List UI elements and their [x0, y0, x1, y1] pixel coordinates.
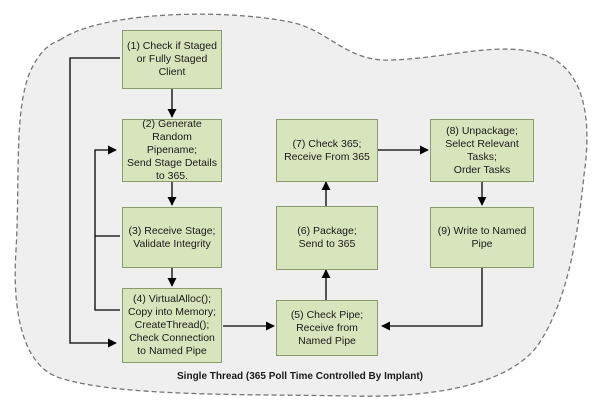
step-3-box: (3) Receive Stage; Validate Integrity	[122, 207, 222, 268]
diagram-caption: Single Thread (365 Poll Time Controlled …	[177, 371, 423, 382]
step-6-box: (6) Package; Send to 365	[276, 206, 378, 270]
arrow-9-to-5	[381, 268, 483, 331]
loop-outer-to-4	[69, 57, 120, 348]
connectors	[69, 57, 487, 348]
step-1-box: (1) Check if Staged or Fully Staged Clie…	[122, 30, 222, 89]
step-7-box: (7) Check 365; Receive From 365	[276, 119, 378, 182]
step-2-box: (2) Generate Random Pipename; Send Stage…	[122, 118, 222, 182]
step-8-box: (8) Unpackage; Select Relevant Tasks; Or…	[430, 119, 534, 182]
loop-inner-to-2	[94, 145, 120, 311]
step-4-box: (4) VirtualAlloc(); Copy into Memory; Cr…	[122, 288, 222, 363]
step-5-box: (5) Check Pipe; Receive from Named Pipe	[276, 300, 378, 356]
step-9-box: (9) Write to Named Pipe	[430, 207, 534, 268]
